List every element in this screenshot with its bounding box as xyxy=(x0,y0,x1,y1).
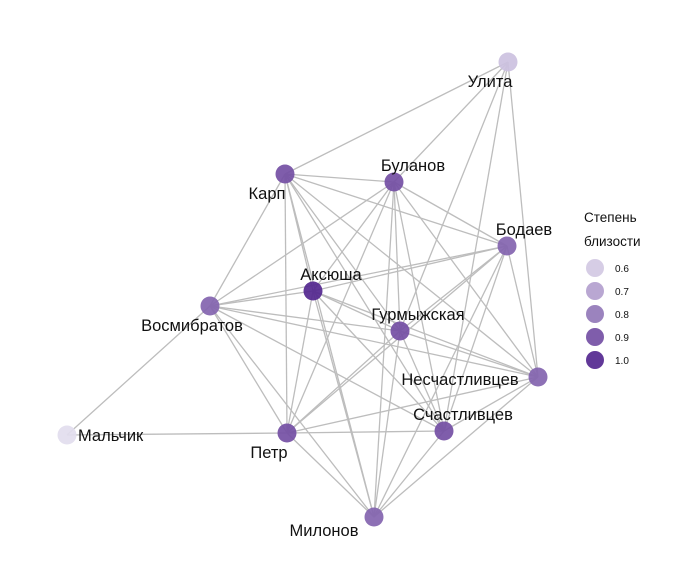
legend-swatch xyxy=(586,328,604,346)
node-neschastlivtsev xyxy=(528,367,548,387)
edge-gurmyzhskaya-petr xyxy=(286,330,401,434)
edge-bulanov-vosmibratov xyxy=(209,181,395,307)
edge-bodaev-vosmibratov xyxy=(209,245,508,307)
edge-vosmibratov-petr xyxy=(209,305,288,434)
node-aksyusha xyxy=(303,281,323,301)
legend-title-line1: Степень xyxy=(584,210,637,225)
legend: Степень близости 0.6 0.7 0.8 0.9 1.0 xyxy=(584,210,641,369)
edges-layer xyxy=(66,61,539,518)
node-label-vosmibratov: Восмибратов xyxy=(141,317,243,335)
edge-gurmyzhskaya-neschastlivtsev xyxy=(399,330,539,378)
node-bulanov xyxy=(384,172,404,192)
node-label-schastlivtsev: Счастливцев xyxy=(413,406,513,424)
edge-gurmyzhskaya-ulita xyxy=(399,61,509,332)
edge-bulanov-petr xyxy=(286,181,395,434)
legend-swatch xyxy=(586,351,604,369)
node-label-milonov: Милонов xyxy=(289,522,358,540)
node-malchik xyxy=(57,425,77,445)
node-label-ulita: Улита xyxy=(468,73,514,91)
edge-neschastlivtsev-schastlivtsev xyxy=(443,376,539,432)
edge-bodaev-schastlivtsev xyxy=(443,245,508,432)
node-label-bulanov: Буланов xyxy=(381,157,445,175)
node-label-malchik: Мальчик xyxy=(78,427,144,445)
node-label-gurmyzhskaya: Гурмыжская xyxy=(371,306,464,324)
edge-schastlivtsev-ulita xyxy=(443,61,509,432)
node-karp xyxy=(275,164,295,184)
edge-aksyusha-gurmyzhskaya xyxy=(312,290,401,332)
edge-bulanov-milonov xyxy=(373,181,395,518)
edge-karp-vosmibratov xyxy=(209,173,286,307)
edge-aksyusha-petr xyxy=(286,290,314,434)
edge-karp-bulanov xyxy=(284,173,395,183)
edge-bodaev-neschastlivtsev xyxy=(506,245,539,378)
edge-schastlivtsev-milonov xyxy=(373,430,445,518)
edge-bulanov-bodaev xyxy=(393,181,508,247)
edge-bodaev-milonov xyxy=(373,245,508,518)
edge-bulanov-aksyusha xyxy=(312,181,395,292)
edge-neschastlivtsev-milonov xyxy=(373,376,539,518)
edge-bodaev-aksyusha xyxy=(312,245,508,292)
edge-vosmibratov-neschastlivtsev xyxy=(209,305,539,378)
edge-aksyusha-schastlivtsev xyxy=(312,290,445,432)
edge-karp-petr xyxy=(284,173,288,434)
edge-gurmyzhskaya-schastlivtsev xyxy=(399,330,445,432)
legend-label: 0.9 xyxy=(615,333,629,344)
node-schastlivtsev xyxy=(434,421,454,441)
edge-karp-schastlivtsev xyxy=(284,173,445,432)
node-vosmibratov xyxy=(200,296,220,316)
edge-vosmibratov-schastlivtsev xyxy=(209,305,445,432)
node-label-bodaev: Бодаев xyxy=(496,221,553,239)
edge-bulanov-schastlivtsev xyxy=(393,181,445,432)
legend-title-line2: близости xyxy=(584,234,641,249)
legend-swatch xyxy=(586,282,604,300)
node-label-aksyusha: Аксюша xyxy=(300,266,362,284)
legend-swatch xyxy=(586,259,604,277)
edge-karp-gurmyzhskaya xyxy=(284,173,401,332)
edge-neschastlivtsev-petr xyxy=(286,376,539,434)
edge-bulanov-neschastlivtsev xyxy=(393,181,539,378)
edge-aksyusha-neschastlivtsev xyxy=(312,290,539,378)
node-milonov xyxy=(364,507,384,527)
edge-karp-bodaev xyxy=(284,173,508,247)
edge-gurmyzhskaya-milonov xyxy=(373,330,401,518)
node-petr xyxy=(277,423,297,443)
edge-bulanov-gurmyzhskaya xyxy=(393,181,401,332)
edge-bulanov-ulita xyxy=(393,61,509,183)
nodes-layer xyxy=(57,52,548,527)
node-ulita xyxy=(498,52,518,72)
edge-neschastlivtsev-ulita xyxy=(507,61,539,378)
edge-petr-milonov xyxy=(286,432,375,518)
legend-label: 0.7 xyxy=(615,287,629,298)
edge-schastlivtsev-petr xyxy=(286,430,445,434)
edge-karp-neschastlivtsev xyxy=(284,173,539,378)
legend-items: 0.6 0.7 0.8 0.9 1.0 xyxy=(586,259,629,369)
legend-label: 1.0 xyxy=(615,356,629,367)
legend-swatch xyxy=(586,305,604,323)
node-bodaev xyxy=(497,236,517,256)
edge-karp-ulita xyxy=(284,61,509,175)
edge-bodaev-gurmyzhskaya xyxy=(399,245,508,332)
node-label-neschastlivtsev: Несчастливцев xyxy=(401,371,518,389)
legend-label: 0.6 xyxy=(615,264,629,275)
edge-petr-malchik xyxy=(66,432,288,436)
edge-aksyusha-vosmibratov xyxy=(209,290,314,307)
edge-vosmibratov-malchik xyxy=(66,305,211,436)
edge-vosmibratov-gurmyzhskaya xyxy=(209,305,401,332)
edge-aksyusha-milonov xyxy=(312,290,375,518)
node-label-karp: Карп xyxy=(249,185,286,203)
edge-vosmibratov-milonov xyxy=(209,305,375,518)
node-label-petr: Петр xyxy=(250,444,287,462)
legend-label: 0.8 xyxy=(615,310,629,321)
node-gurmyzhskaya xyxy=(390,321,410,341)
